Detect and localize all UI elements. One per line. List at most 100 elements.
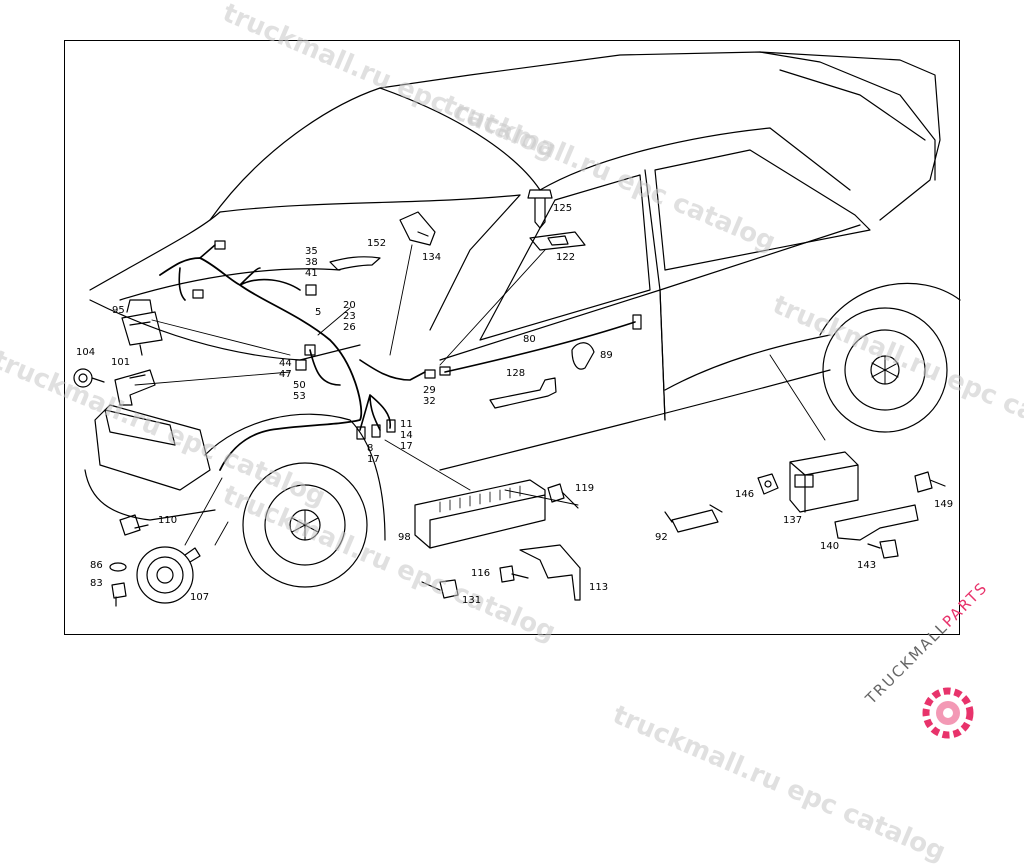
callout-128: 128 (506, 368, 526, 379)
callout-152: 152 (367, 238, 387, 249)
parts-diagram (73, 51, 961, 607)
front-bumper (84, 469, 216, 521)
callout-119: 119 (575, 483, 595, 494)
connector-c (305, 284, 317, 296)
bracket-113 (519, 544, 581, 601)
callout-89: 89 (600, 350, 613, 361)
callout-80: 80 (523, 334, 536, 345)
handle-89 (571, 342, 595, 370)
car-roof-inner (379, 87, 541, 191)
part-152 (329, 256, 381, 271)
control-unit-pins (439, 485, 521, 513)
bracket-140 (834, 504, 919, 541)
callout-134: 134 (422, 252, 442, 263)
callout-83: 83 (90, 578, 103, 589)
bolt-116 (499, 565, 529, 583)
rear-wheel-tire (822, 307, 948, 433)
door-lower-line (439, 224, 861, 361)
callout-92: 92 (655, 532, 668, 543)
callout-98: 98 (398, 532, 411, 543)
callout-110: 110 (158, 515, 178, 526)
truckmall-logo: TRUCKMALLPARTS (850, 578, 1024, 750)
callout-101: 101 (111, 357, 131, 368)
horn-107 (136, 546, 194, 604)
callout-122: 122 (556, 252, 576, 263)
bracket-110 (119, 514, 149, 536)
connector-b (192, 289, 204, 299)
connector-j (371, 424, 381, 438)
connector-f (424, 369, 436, 379)
sill-harness (359, 394, 392, 431)
callout-50-53: 50 53 (293, 380, 306, 402)
bolt-119 (547, 483, 579, 509)
callout-11-14-17: 11 14 17 (400, 419, 413, 452)
screw-125 (527, 189, 553, 229)
callout-44-47: 44 47 (279, 358, 292, 380)
car-roof-outline (209, 51, 941, 221)
callout-86: 86 (90, 560, 103, 571)
door-harness (444, 321, 636, 373)
connector-i (356, 426, 366, 440)
strap-92 (664, 504, 723, 533)
connector-h (632, 314, 642, 330)
bolt-131 (421, 579, 459, 599)
callout-20-23-26: 20 23 26 (343, 300, 356, 333)
part-134 (399, 211, 436, 246)
callout-95: 95 (112, 305, 125, 316)
callout-125: 125 (553, 203, 573, 214)
connector-d (304, 344, 316, 356)
bolt-149 (914, 471, 946, 493)
front-door-edge (659, 289, 666, 421)
callout-107: 107 (190, 592, 210, 603)
control-unit-98 (414, 479, 546, 549)
rear-wheel-rim (844, 329, 926, 411)
gear-logo-icon (922, 687, 974, 739)
headlight (104, 409, 176, 446)
rod-128 (489, 377, 557, 409)
connector-k (386, 419, 396, 433)
callout-137: 137 (783, 515, 803, 526)
sill-line (439, 369, 831, 471)
callout-116: 116 (471, 568, 491, 579)
rear-trunk (759, 51, 936, 181)
bolt-83 (111, 582, 127, 607)
bracket-101 (114, 369, 156, 406)
rear-deck (779, 69, 926, 141)
module-137 (789, 451, 859, 513)
callout-146: 146 (735, 489, 755, 500)
fender-arc (204, 413, 386, 541)
connector-a (214, 240, 226, 250)
windshield-side (429, 194, 521, 331)
wiring-harness-branch (178, 244, 426, 386)
windshield-top (219, 194, 521, 213)
wiring-harness-main (159, 257, 363, 471)
bracket-122 (529, 231, 586, 251)
connector-g (439, 366, 451, 376)
a-pillar (539, 127, 851, 191)
front-grille (94, 404, 211, 491)
callout-131: 131 (462, 595, 482, 606)
front-wheel-rim (264, 484, 346, 566)
callout-140: 140 (820, 541, 840, 552)
callout-149: 149 (934, 499, 954, 510)
rear-door-window (654, 149, 871, 271)
switch-95 (121, 299, 163, 356)
bolt-143 (867, 539, 899, 559)
front-wheel-tire (242, 462, 368, 588)
body-side-line (664, 334, 831, 391)
leader-lines (134, 244, 826, 546)
rear-fender-arc (819, 282, 961, 336)
callout-104: 104 (76, 347, 96, 358)
callout-143: 143 (857, 560, 877, 571)
hood-front (89, 299, 361, 361)
hood-line (89, 211, 221, 291)
hood-crease (119, 268, 341, 301)
connector-e (295, 359, 307, 371)
washer-86 (109, 562, 127, 572)
callout-35-38-41: 35 38 41 (305, 246, 318, 279)
callout-113: 113 (589, 582, 609, 593)
callout-29-32: 29 32 (423, 385, 436, 407)
callout-8-17: 8 17 (367, 443, 380, 465)
nut-146 (757, 473, 779, 495)
callout-5: 5 (315, 307, 322, 318)
